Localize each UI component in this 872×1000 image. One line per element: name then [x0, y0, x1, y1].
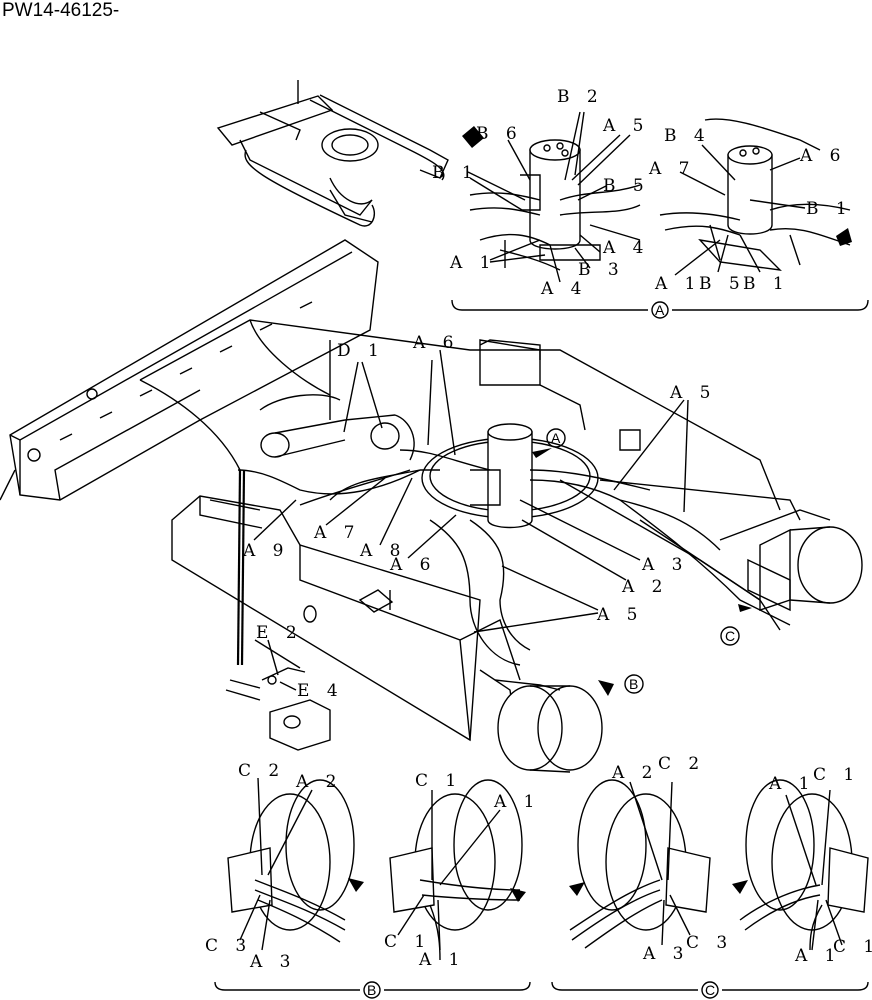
label-b1-b: B 1	[806, 199, 853, 219]
label-b1-c: B 1	[743, 274, 790, 294]
label-a5-c: A 5	[596, 605, 644, 625]
label-b3: B 3	[578, 260, 625, 280]
part-labels: B 2 A 5 B 6 B 1 B 5 A 4 A 1 B 3 A 4 B 4 …	[205, 87, 872, 972]
label-b4: B 4	[664, 126, 711, 146]
label-a2-main: A 2	[621, 577, 669, 597]
detail-a-bracket	[451, 299, 869, 311]
label-a8: A 8	[359, 541, 407, 561]
label-a4-b: A 4	[540, 279, 588, 299]
label-b2: B 2	[557, 87, 604, 107]
label-a9: A 9	[242, 541, 290, 561]
label-a2-c: A 2	[611, 763, 659, 783]
detail-a-right-swivel	[659, 118, 851, 271]
label-a5: A 5	[602, 116, 650, 136]
label-c2-c: C 2	[658, 754, 705, 774]
label-b5-b: B 5	[699, 274, 746, 294]
detail-b-bracket	[214, 981, 531, 991]
label-c1-c: C 1	[813, 765, 860, 785]
marker-c-detail: C	[705, 982, 715, 998]
label-c2-b: C 2	[238, 761, 285, 781]
label-a6-b: A 6	[412, 333, 460, 353]
label-e4: E 4	[297, 681, 344, 701]
label-c1-b2: C 1	[384, 932, 431, 952]
direction-arrows	[462, 126, 852, 696]
overview-machine-illustration	[216, 80, 449, 227]
label-a4-a: A 4	[602, 238, 650, 258]
label-a1-b3: A 1	[418, 950, 466, 970]
label-a3-b: A 3	[249, 952, 297, 972]
marker-b-main: B	[629, 676, 638, 692]
marker-a-detail: A	[655, 302, 665, 318]
label-b6: B 6	[476, 124, 523, 144]
marker-a-main: A	[551, 430, 561, 446]
label-c3-c: C 3	[686, 933, 733, 953]
label-c1-b: C 1	[415, 771, 462, 791]
section-markers: A A B C B C	[363, 301, 740, 999]
label-a1-b: A 1	[654, 274, 702, 294]
marker-c-main: C	[725, 628, 735, 644]
label-b1-a: B 1	[432, 163, 479, 183]
label-c1-c2: C 1	[833, 937, 872, 957]
label-a1-b2: A 1	[493, 792, 541, 812]
label-d1: D 1	[337, 341, 385, 361]
leader-lines	[239, 111, 843, 951]
marker-b-detail: B	[367, 982, 376, 998]
label-e2: E 2	[256, 623, 303, 643]
detail-a-left-swivel	[469, 139, 641, 271]
detail-c-bracket	[551, 981, 869, 991]
undercarriage-main-illustration	[0, 239, 863, 773]
label-a3-main: A 3	[641, 555, 689, 575]
label-a5-b: A 5	[669, 383, 717, 403]
label-a6-a: A 6	[799, 146, 847, 166]
label-b5-a: B 5	[603, 176, 650, 196]
label-a7-a: A 7	[648, 159, 696, 179]
label-a1-a: A 1	[449, 253, 497, 273]
label-a2-b: A 2	[295, 772, 343, 792]
detail-c-motors	[569, 779, 869, 951]
label-a1-c: A 1	[768, 774, 816, 794]
document-id: PW14-46125-	[2, 0, 120, 21]
label-a7-b: A 7	[313, 523, 361, 543]
detail-b-motors	[227, 779, 526, 961]
label-a1-c2: A 1	[794, 946, 842, 966]
label-a6-c: A 6	[389, 555, 437, 575]
label-c3-b: C 3	[205, 936, 252, 956]
label-a3-c: A 3	[642, 944, 690, 964]
